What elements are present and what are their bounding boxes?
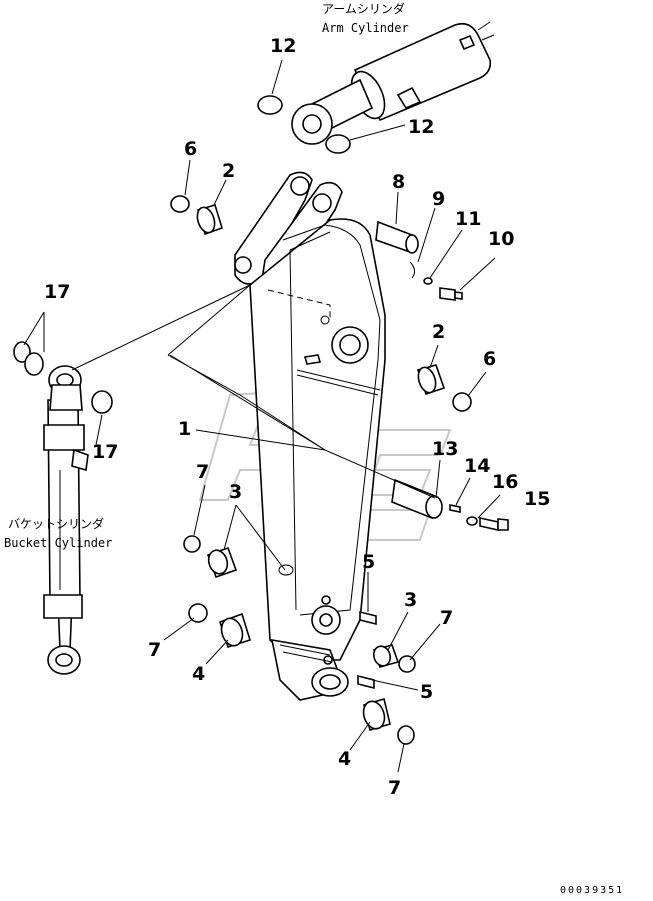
bucket-cylinder-caption-en: Bucket Cylinder xyxy=(4,536,112,550)
callout-16: 16 xyxy=(492,471,518,493)
callout-7: 7 xyxy=(440,607,453,629)
callout-3: 3 xyxy=(404,589,417,611)
callout-3: 3 xyxy=(229,481,242,503)
bucket-cylinder xyxy=(43,365,89,675)
callout-2: 2 xyxy=(432,321,445,343)
callout-7: 7 xyxy=(388,777,401,799)
callout-9: 9 xyxy=(432,188,445,210)
callout-4: 4 xyxy=(338,748,351,770)
arm-body xyxy=(234,171,386,701)
drawing-code: 00039351 xyxy=(560,885,624,896)
arm-cylinder-caption-en: Arm Cylinder xyxy=(322,21,409,35)
arm-cylinder xyxy=(291,21,495,145)
captions: アームシリンダ Arm Cylinder バケットシリンダ Bucket Cyl… xyxy=(4,1,624,896)
callout-5: 5 xyxy=(420,681,433,703)
callout-17: 17 xyxy=(44,281,70,303)
callout-12: 12 xyxy=(408,116,434,138)
bucket-cylinder-caption-jp: バケットシリンダ xyxy=(8,516,104,531)
callout-8: 8 xyxy=(392,171,405,193)
callout-10: 10 xyxy=(488,228,514,250)
callout-7: 7 xyxy=(148,639,161,661)
callout-labels: 12 12 6 2 8 9 11 10 17 2 6 1 17 13 14 16… xyxy=(44,35,550,799)
callout-14: 14 xyxy=(464,455,490,477)
callout-12: 12 xyxy=(270,35,296,57)
callout-1: 1 xyxy=(178,418,191,440)
callout-11: 11 xyxy=(455,208,481,230)
callout-17: 17 xyxy=(92,441,118,463)
callout-6: 6 xyxy=(184,138,197,160)
callout-6: 6 xyxy=(483,348,496,370)
leader-lines xyxy=(23,59,501,773)
callout-7: 7 xyxy=(196,461,209,483)
callout-2: 2 xyxy=(222,160,235,182)
loose-parts xyxy=(13,95,509,745)
callout-13: 13 xyxy=(432,438,458,460)
callout-15: 15 xyxy=(524,488,550,510)
callout-5: 5 xyxy=(362,551,375,573)
arm-cylinder-caption-jp: アームシリンダ xyxy=(322,1,405,16)
callout-4: 4 xyxy=(192,663,205,685)
